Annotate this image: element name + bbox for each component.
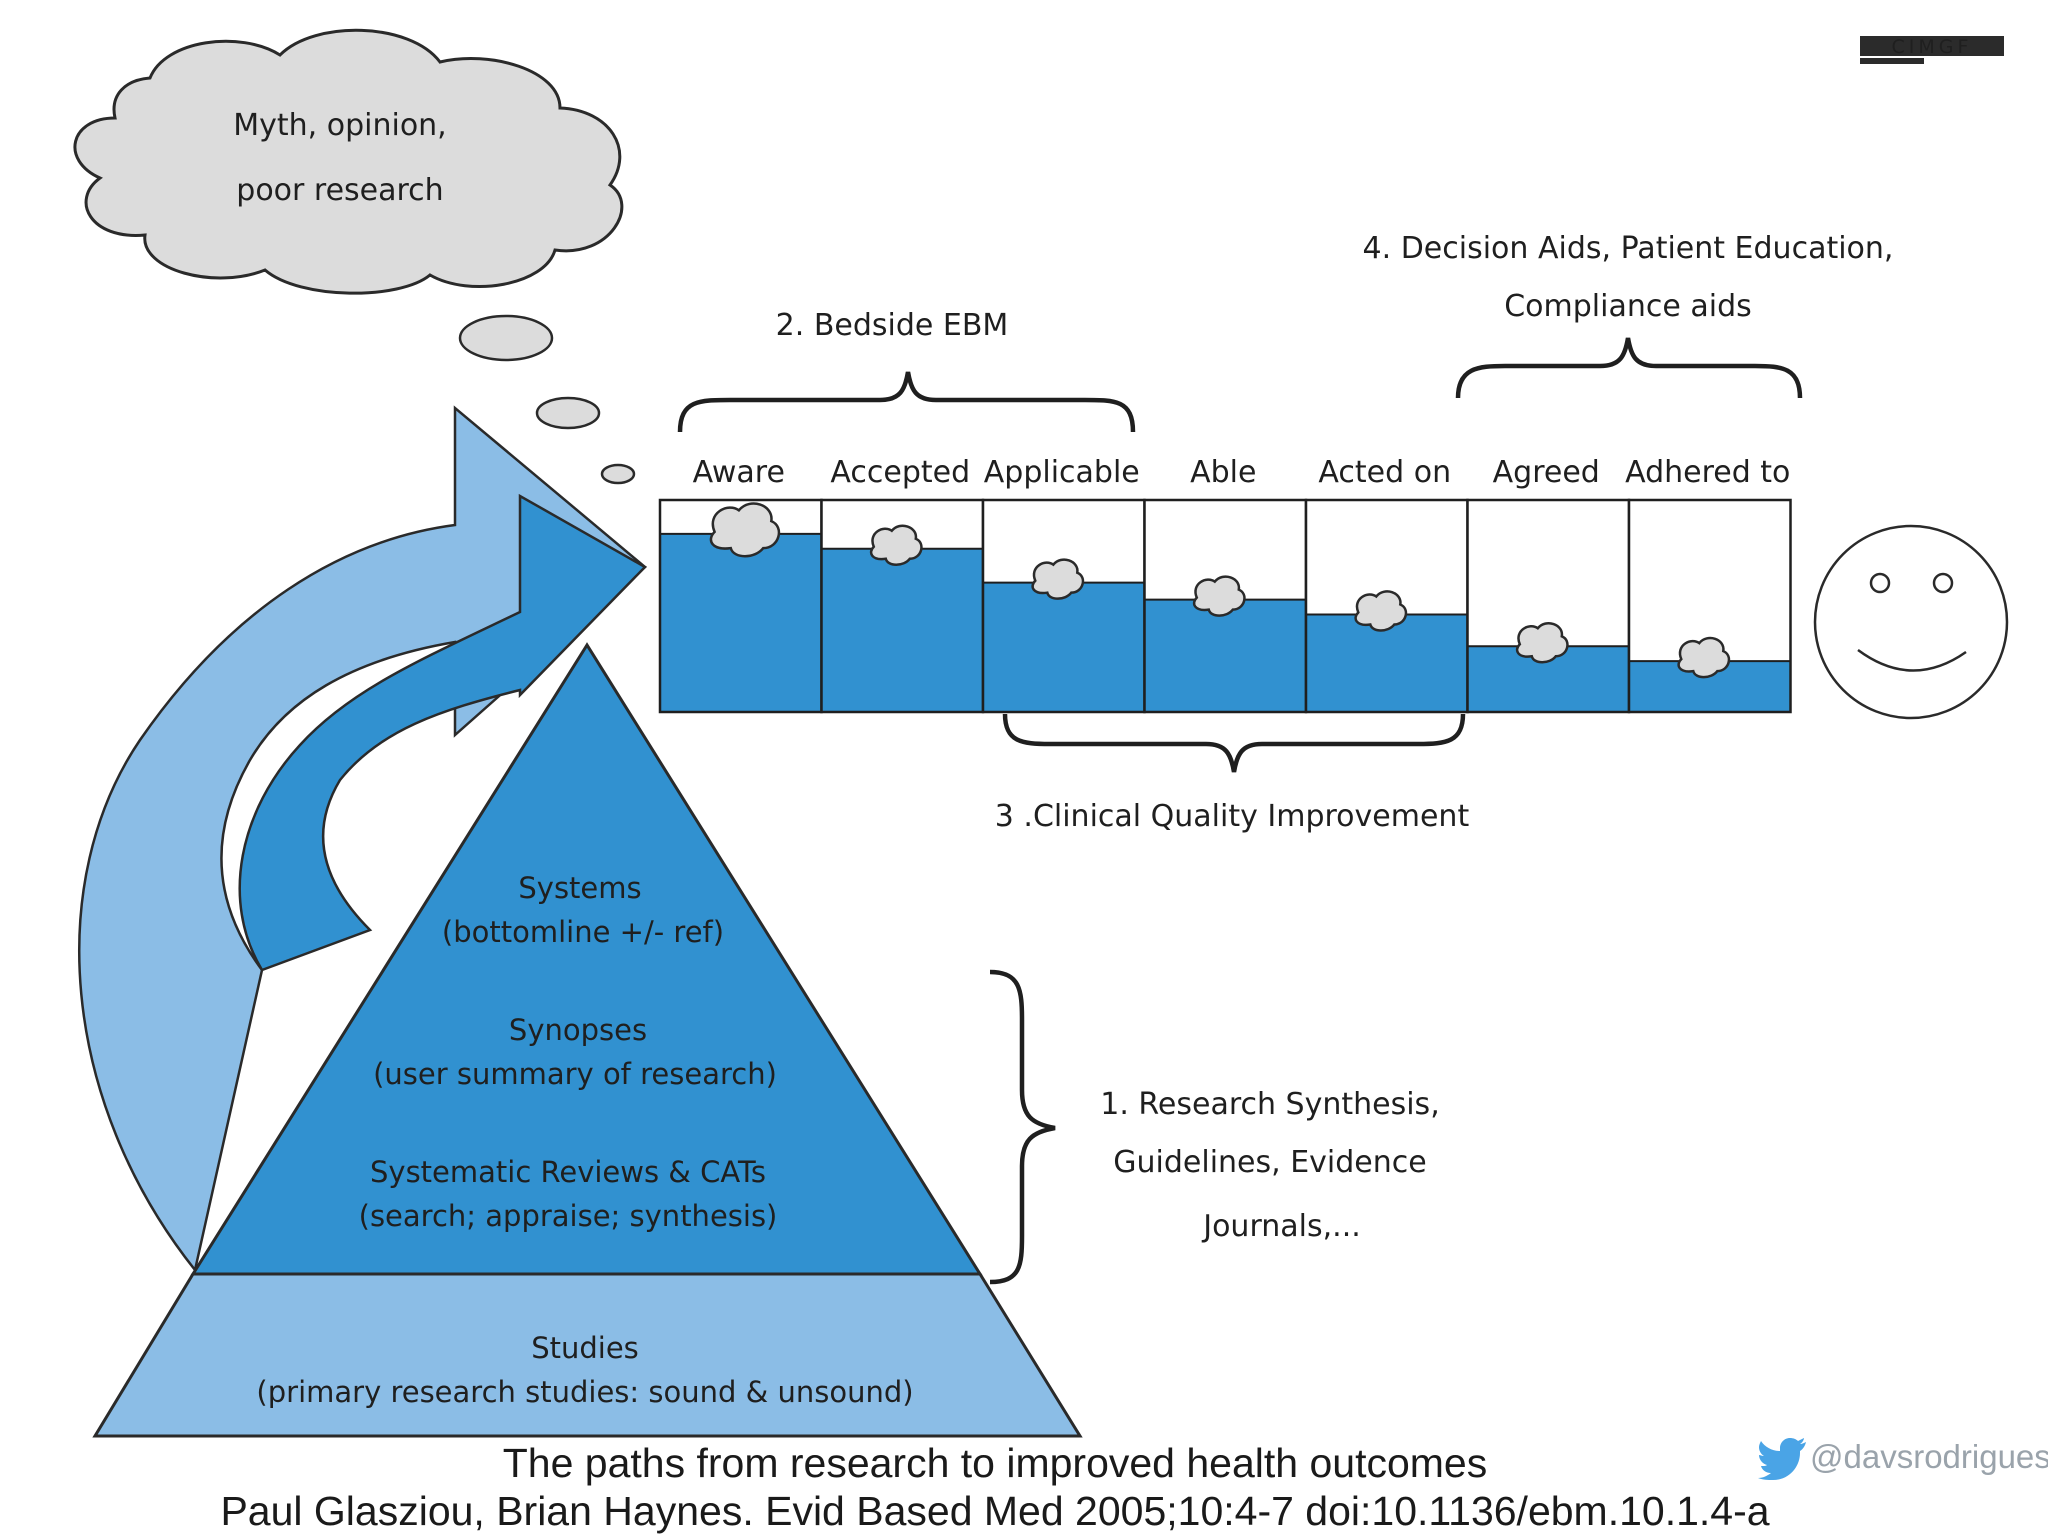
smiley-left-eye (1869, 572, 1891, 594)
twitter-handle: @davsrodrigues (1810, 1438, 2048, 1475)
quality-brace (1002, 713, 1466, 773)
smiley-mouth (1857, 648, 1967, 672)
synthesis-brace (989, 969, 1056, 1285)
reviews-label: Systematic Reviews & CATs (370, 1155, 766, 1189)
stage-label-able: Able (1190, 455, 1256, 490)
stage-cloud-accepted (869, 524, 923, 567)
caption-title: The paths from research to improved heal… (502, 1440, 1488, 1486)
studies-label: Studies (531, 1331, 639, 1365)
systems-sub: (bottomline +/- ref) (442, 915, 724, 949)
curved-arrows (78, 405, 648, 1273)
smiley-right-eye (1932, 572, 1954, 594)
stage-cloud-adhered-to (1677, 636, 1731, 679)
stage-label-adhered-to: Adhered to (1625, 455, 1790, 490)
stage-cloud-aware (709, 502, 781, 558)
synthesis-label-3: Journals,... (1201, 1209, 1361, 1244)
stage-cloud-able (1192, 575, 1246, 617)
evidence-pyramid: Systems (bottomline +/- ref) Synopses (u… (92, 642, 1083, 1438)
cloud-shape (73, 28, 624, 295)
decision-brace (1455, 337, 1803, 399)
caption-citation: Paul Glasziou, Brian Haynes. Evid Based … (220, 1488, 1770, 1534)
thought-cloud: Myth, opinion, poor research (73, 28, 636, 485)
synthesis-label-1: 1. Research Synthesis, (1100, 1087, 1439, 1122)
studies-sub: (primary research studies: sound & unsou… (256, 1375, 913, 1409)
stage-label-applicable: Applicable (984, 455, 1140, 490)
stage-frame-adhered-to (1627, 498, 1792, 714)
synopses-label: Synopses (509, 1013, 647, 1047)
quality-bracket: 3 .Clinical Quality Improvement (995, 713, 1470, 834)
stage-cloud-agreed (1515, 622, 1569, 664)
stage-fill-applicable (983, 582, 1145, 712)
stage-label-agreed: Agreed (1493, 455, 1600, 490)
synthesis-bracket: 1. Research Synthesis, Guidelines, Evide… (989, 969, 1440, 1285)
pyramid-top (190, 642, 983, 1276)
bedside-bracket: 2. Bedside EBM (677, 308, 1136, 433)
cloud-line-2: poor research (236, 173, 443, 208)
stage-fill-able (1144, 599, 1306, 712)
stage-label-accepted: Accepted (830, 455, 970, 490)
smiley-face-icon (1813, 524, 2009, 720)
smiley-outline (1813, 524, 2009, 720)
cloud-line-1: Myth, opinion, (233, 108, 446, 143)
stage-label-aware: Aware (693, 455, 785, 490)
thought-bubble-small (600, 463, 636, 485)
reviews-sub: (search; appraise; synthesis) (359, 1199, 778, 1233)
decision-bracket: 4. Decision Aids, Patient Education, Com… (1363, 231, 1894, 399)
stage-cloud-acted-on (1354, 590, 1408, 632)
twitter-bird-icon (1758, 1438, 1806, 1480)
thought-bubble-medium (535, 396, 601, 430)
stage-label-acted-on: Acted on (1318, 455, 1451, 490)
inner-arrow (238, 493, 648, 972)
synthesis-label-2: Guidelines, Evidence (1113, 1145, 1426, 1180)
thought-bubble-large (458, 314, 554, 362)
cimgf-logo: CIMGF (1860, 36, 2004, 64)
decision-label-2: Compliance aids (1504, 289, 1752, 324)
quality-label: 3 .Clinical Quality Improvement (995, 799, 1470, 834)
leaky-pipeline: Aware Accepted Applicable Able Acted on Agree… (658, 455, 1792, 714)
stage-cloud-applicable (1031, 558, 1085, 600)
synopses-sub: (user summary of research) (373, 1057, 777, 1091)
stage-fill-accepted (821, 548, 983, 712)
cimgf-logo-text: CIMGF (1892, 36, 1973, 58)
decision-label-1: 4. Decision Aids, Patient Education, (1363, 231, 1894, 266)
bedside-brace (677, 371, 1136, 433)
bedside-label: 2. Bedside EBM (776, 308, 1009, 343)
stage-fill-aware (660, 533, 822, 712)
systems-label: Systems (518, 871, 641, 905)
